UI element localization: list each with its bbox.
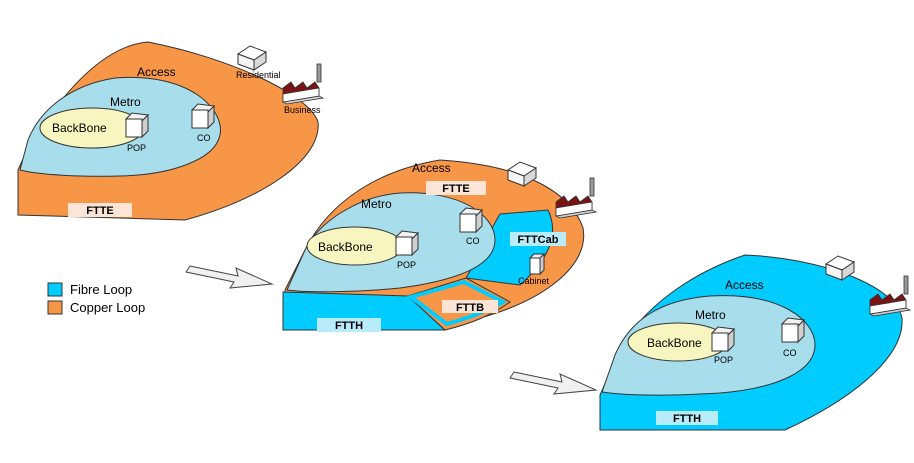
residential-label: Residential	[236, 70, 281, 80]
house-icon	[237, 45, 267, 71]
fttb-tag	[442, 300, 498, 313]
ftte-tag	[426, 181, 486, 195]
backbone-label: BackBone	[318, 240, 373, 254]
ftth-tag	[656, 411, 718, 425]
metro-label: Metro	[110, 95, 141, 109]
diagram-1-copper-access: Access Metro BackBone POP CO Residential…	[17, 41, 324, 221]
server-box-icon	[125, 112, 149, 138]
ftth-tag	[317, 318, 381, 332]
backbone-label: BackBone	[52, 121, 107, 135]
factory-icon	[282, 63, 324, 105]
diagram-2-mixed-access: Access FTTE Metro BackBone POP CO FTTCab…	[282, 159, 597, 332]
access-label: Access	[725, 278, 764, 292]
backbone-label: BackBone	[647, 336, 702, 350]
co-label: CO	[197, 133, 211, 143]
server-box-icon	[711, 326, 735, 352]
fibre-legend-label: Fibre Loop	[70, 282, 132, 297]
fttcab-tag	[510, 232, 566, 246]
ftth-tag-label: FTTH	[673, 413, 701, 425]
fttb-tag-label: FTTB	[456, 302, 484, 314]
legend: Fibre Loop Copper Loop	[47, 282, 145, 315]
ftte-tag-label: FTTE	[86, 205, 114, 217]
ftth-tag-label: FTTH	[335, 320, 363, 332]
pop-label: POP	[127, 143, 146, 153]
copper-legend-label: Copper Loop	[70, 300, 145, 315]
co-label: CO	[466, 236, 480, 246]
factory-icon	[869, 275, 911, 317]
fibre-swatch	[47, 282, 63, 297]
server-box-icon	[395, 230, 419, 256]
business-label: Business	[284, 105, 321, 115]
access-label: Access	[412, 161, 451, 175]
server-box-icon	[191, 103, 215, 129]
server-box-icon	[459, 207, 483, 233]
diagram-3-fibre-access: Access Metro BackBone POP CO FTTH	[599, 254, 911, 431]
copper-swatch	[47, 300, 63, 315]
server-box-icon	[781, 317, 805, 343]
cabinet-icon	[528, 252, 546, 276]
fttcab-tag-label: FTTCab	[518, 234, 559, 246]
fttb-fibre-feed	[406, 279, 508, 327]
pop-label: POP	[397, 260, 416, 270]
arrow-icon	[509, 371, 597, 395]
metro-label: Metro	[695, 308, 726, 322]
pop-label: POP	[714, 355, 733, 365]
cabinet-label: Cabinet	[518, 276, 550, 286]
factory-icon	[555, 177, 597, 219]
access-label: Access	[137, 65, 176, 79]
metro-label: Metro	[361, 197, 392, 211]
ftte-tag-label: FTTE	[442, 183, 470, 195]
ftte-tag	[68, 203, 132, 217]
co-label: CO	[783, 348, 797, 358]
arrow-icon	[185, 265, 273, 289]
